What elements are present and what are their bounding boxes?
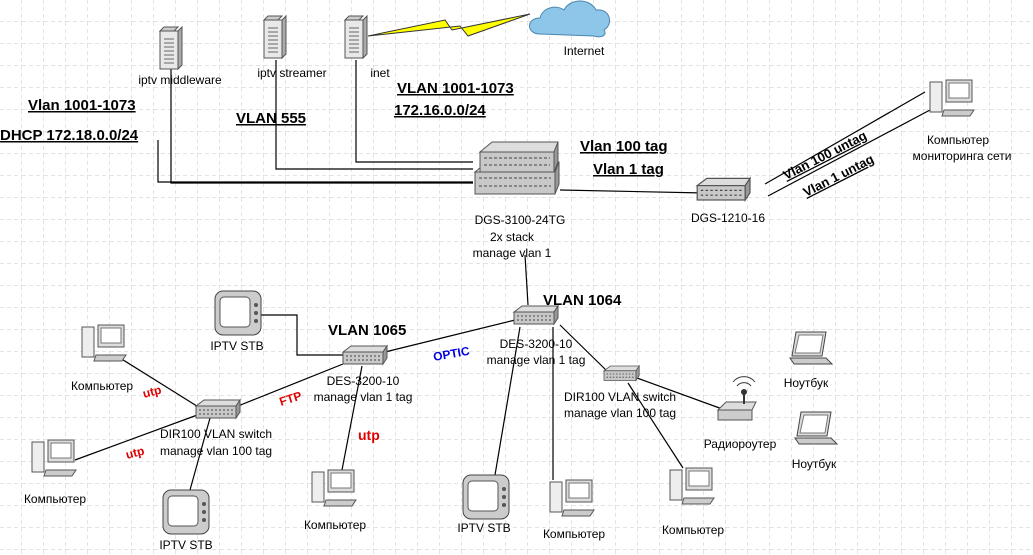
- iptv-stb[interactable]: IPTV STB: [457, 474, 511, 535]
- link-type-label: utp: [358, 427, 380, 443]
- server-icon: [344, 15, 368, 59]
- node-label: DGS-1210-16: [691, 211, 765, 225]
- monitoring-computer[interactable]: Компьютер мониторинга сети: [913, 79, 1012, 163]
- node-label: inet: [370, 66, 390, 80]
- computer[interactable]: Компьютер: [71, 324, 133, 393]
- node-label: Компьютер: [71, 379, 133, 393]
- node-label: DES-3200-10: [500, 337, 573, 351]
- node-label: мониторинга сети: [913, 149, 1012, 163]
- node-label: Internet: [564, 44, 605, 58]
- node-label: DGS-3100-24TG: [475, 213, 566, 227]
- switch-icon: [342, 345, 388, 365]
- computer-icon: [549, 479, 595, 517]
- wireless-router[interactable]: Радиороутер: [704, 376, 777, 451]
- computer[interactable]: Компьютер: [304, 469, 366, 532]
- vlan-label: VLAN 1065: [328, 322, 406, 339]
- des3200-vlan1065[interactable]: DES-3200-10 manage vlan 1 tag: [314, 345, 413, 404]
- iptv-streamer-server[interactable]: iptv streamer: [257, 15, 327, 80]
- switch-icon: [603, 365, 640, 381]
- node-label: IPTV STB: [159, 538, 212, 552]
- node-label: Компьютер: [927, 133, 989, 147]
- dhcp-label: DHCP 172.18.0.0/24: [0, 127, 139, 144]
- subnet-label: 172.16.0.0/24: [394, 102, 486, 119]
- node-label: DES-3200-10: [327, 374, 400, 388]
- computer[interactable]: Компьютер: [662, 467, 724, 537]
- link-type-label: utp: [124, 444, 146, 462]
- node-label: IPTV STB: [210, 339, 263, 353]
- computer-icon: [311, 469, 357, 507]
- vlan-label: Vlan 1001-1073: [28, 97, 136, 114]
- computer[interactable]: Компьютер: [24, 439, 86, 506]
- vlan-label: VLAN 1064: [543, 292, 622, 309]
- switch-icon: [696, 177, 751, 201]
- wireless-router-icon: [716, 376, 757, 421]
- set-top-box-icon: [162, 489, 210, 535]
- link-type-label: FTP: [278, 389, 304, 409]
- computer-icon: [81, 324, 127, 362]
- set-top-box-icon: [462, 474, 510, 520]
- cloud-icon: [529, 0, 611, 38]
- node-label: DIR100 VLAN switch: [564, 390, 676, 404]
- node-label: Компьютер: [662, 523, 724, 537]
- node-label: Ноутбук: [792, 457, 837, 471]
- node-label: Компьютер: [24, 492, 86, 506]
- node-label: manage vlan 100 tag: [564, 406, 676, 420]
- vlan-label: Vlan 1 tag: [593, 161, 664, 178]
- link-type-label: utp: [141, 383, 163, 401]
- core-stack-switch[interactable]: DGS-3100-24TG 2x stack manage vlan 1: [473, 141, 566, 260]
- node-label: Компьютер: [304, 518, 366, 532]
- switch-icon: [513, 305, 559, 325]
- stacked-switch-icon: [473, 141, 560, 195]
- node-label: iptv middleware: [138, 73, 222, 87]
- node-label: Радиороутер: [704, 437, 777, 451]
- computer-icon: [669, 467, 715, 505]
- inet-server[interactable]: inet: [344, 15, 390, 80]
- dgs1210-switch[interactable]: DGS-1210-16: [691, 177, 765, 225]
- wan-link-lightning-icon: [367, 13, 531, 37]
- computer-icon: [31, 439, 77, 477]
- vlan-label: VLAN 1001-1073: [397, 80, 514, 97]
- internet-cloud[interactable]: Internet: [529, 0, 611, 58]
- switch-icon: [195, 399, 241, 419]
- node-label: manage vlan 1 tag: [314, 390, 413, 404]
- iptv-stb[interactable]: IPTV STB: [159, 489, 213, 552]
- iptv-stb[interactable]: IPTV STB: [210, 290, 264, 353]
- notebook[interactable]: Ноутбук: [784, 331, 833, 390]
- node-label: iptv streamer: [257, 66, 326, 80]
- server-icon: [159, 26, 183, 70]
- computer-icon: [929, 79, 975, 117]
- links: [74, 13, 931, 491]
- node-label: IPTV STB: [457, 521, 510, 535]
- iptv-middleware-server[interactable]: iptv middleware: [138, 26, 222, 87]
- vlan-label: Vlan 100 tag: [580, 138, 668, 155]
- node-label: Ноутбук: [784, 376, 829, 390]
- set-top-box-icon: [214, 290, 262, 336]
- node-label: Компьютер: [543, 527, 605, 541]
- vlan-label: VLAN 555: [236, 110, 306, 127]
- node-label: manage vlan 1 tag: [487, 353, 586, 367]
- node-label: DIR100 VLAN switch: [160, 427, 272, 441]
- node-label: 2x stack: [490, 230, 535, 244]
- link-type-label: OPTIC: [432, 344, 471, 364]
- computer[interactable]: Компьютер: [543, 479, 605, 541]
- dir100-switch-left[interactable]: DIR100 VLAN switch manage vlan 100 tag: [160, 399, 272, 458]
- node-label: manage vlan 1: [473, 246, 552, 260]
- des3200-vlan1064[interactable]: DES-3200-10 manage vlan 1 tag: [487, 305, 586, 367]
- node-label: manage vlan 100 tag: [160, 444, 272, 458]
- dir100-switch-right[interactable]: DIR100 VLAN switch manage vlan 100 tag: [564, 365, 676, 420]
- notebook[interactable]: Ноутбук: [792, 411, 838, 471]
- server-icon: [263, 15, 287, 59]
